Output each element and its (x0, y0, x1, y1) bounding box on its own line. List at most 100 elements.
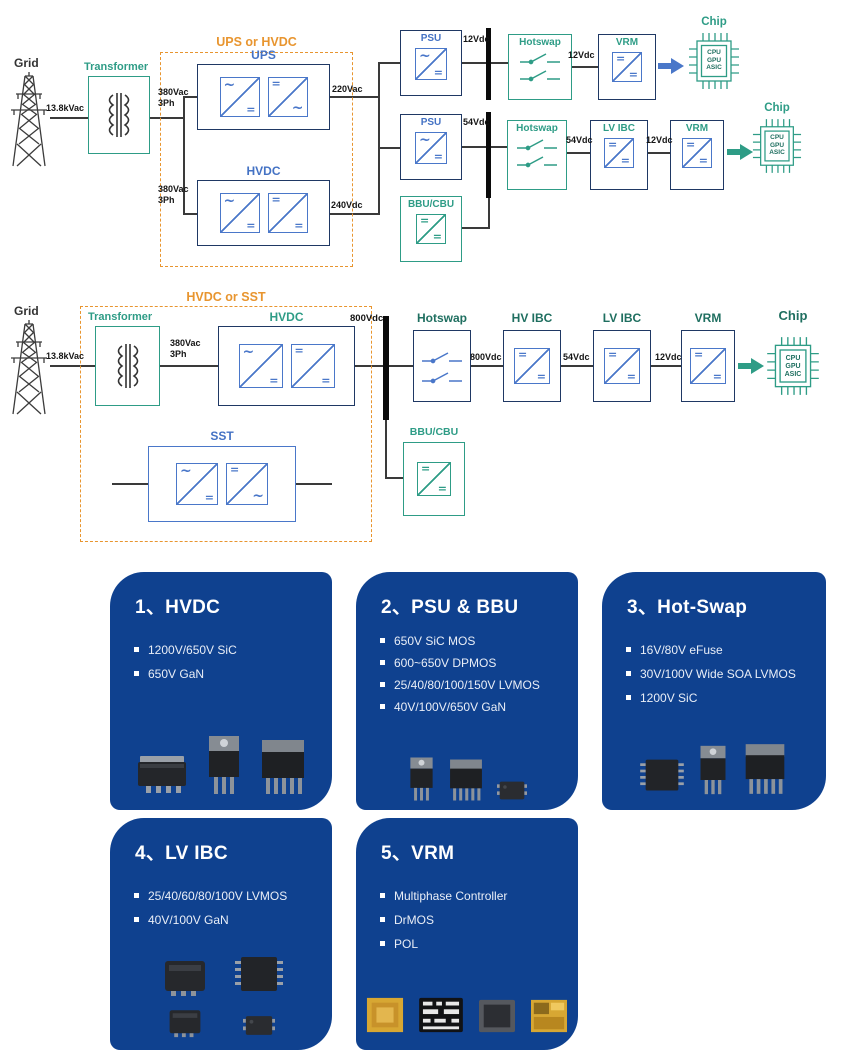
wire-segment (183, 96, 199, 98)
package-image-dfn (243, 1016, 275, 1035)
bbu-label: BBU/CBU (407, 199, 455, 210)
card-bullets: 650V SiC MOS 600~650V DPMOS 25/40/80/100… (380, 634, 578, 714)
product-card-psu-bbu: 2、PSU & BBU 650V SiC MOS 600~650V DPMOS … (356, 572, 578, 810)
card-bullets: 25/40/60/80/100V LVMOS 40V/100V GaN (134, 889, 332, 927)
wire-segment (112, 483, 148, 485)
hvdc-box (218, 326, 355, 406)
chip-label: Chip (778, 308, 808, 323)
package-image-lfpak-small (169, 1010, 201, 1038)
bullet-marker (134, 917, 139, 922)
voltage-label: 800Vdc (350, 313, 384, 324)
ac-dc-converter-icon (238, 344, 283, 388)
voltage-label: 13.8kVac (46, 103, 85, 113)
bullet-marker (380, 682, 385, 687)
flow-arrow-icon (738, 358, 764, 374)
bullet-item: POL (380, 937, 578, 951)
lv-ibc-label: LV IBC (602, 123, 636, 134)
package-image-lfpak (165, 961, 205, 996)
wire-segment (50, 117, 88, 119)
group-box-ups-or-hvdc (160, 52, 353, 267)
bullet-marker (626, 647, 631, 652)
product-card-lv-ibc: 4、LV IBC 25/40/60/80/100V LVMOS 40V/100V… (110, 818, 332, 1050)
package-image-drmos (419, 997, 463, 1033)
bullet-item: 25/40/60/80/100V LVMOS (134, 889, 332, 903)
hvdc-label: HVDC (246, 164, 281, 178)
lv-ibc-label: LV IBC (602, 311, 642, 325)
wire-segment (488, 198, 490, 229)
bbu-cbu-box: BBU/CBU (400, 196, 462, 262)
busbar-800v (383, 316, 389, 420)
switch-icon (520, 70, 560, 82)
package-image-to220 (209, 736, 239, 794)
wire-segment (330, 96, 380, 98)
hotswap-box-54v: Hotswap (507, 120, 567, 190)
package-image-dfn (496, 781, 527, 800)
vrm-box-row2: VRM (670, 120, 724, 190)
wire-segment (378, 62, 380, 214)
hvdc-label: HVDC (269, 310, 304, 324)
bullet-marker (626, 671, 631, 676)
grid-label: Grid (14, 304, 39, 318)
bullet-item: 40V/100V GaN (134, 913, 332, 927)
wire-segment (567, 152, 590, 154)
package-images (602, 742, 826, 796)
lv-ibc-box (593, 330, 651, 402)
transformer-box (95, 326, 160, 406)
ac-dc-converter-icon (219, 77, 260, 117)
wire-segment (296, 483, 332, 485)
card-title: 1、HVDC (135, 597, 221, 618)
wire-segment (471, 365, 503, 367)
hotswap-label: Hotswap (516, 123, 558, 134)
package-image-gold-pad-chip (531, 999, 567, 1033)
dc-dc-converter-icon (416, 214, 446, 244)
transmission-tower-icon (11, 320, 47, 415)
voltage-label: 54Vdc (463, 117, 490, 127)
hotswap-box (413, 330, 471, 402)
package-image-qfn (235, 957, 283, 991)
bullet-item: 600~650V DPMOS (380, 656, 578, 670)
package-image-gold-qfn (366, 997, 404, 1033)
wire-segment (160, 365, 218, 367)
bullet-marker (380, 660, 385, 665)
bullet-marker (134, 647, 139, 652)
wire-segment (150, 117, 184, 119)
wire-segment (385, 477, 403, 479)
bullet-item: 25/40/80/100/150V LVMOS (380, 678, 578, 692)
package-images (356, 756, 578, 802)
card-title: 3、Hot-Swap (627, 597, 748, 618)
dc-dc-converter-icon (267, 193, 308, 233)
package-images (110, 734, 332, 796)
wire-segment (378, 62, 400, 64)
psu-box-12v: PSU (400, 30, 462, 96)
package-image-to247 (745, 744, 785, 794)
bullet-item: 650V SiC MOS (380, 634, 578, 648)
package-image-to220 (700, 745, 726, 795)
vrm-label: VRM (694, 311, 722, 325)
vrm-label: VRM (615, 37, 639, 48)
voltage-label: 54Vdc (563, 352, 590, 362)
sst-label: SST (210, 429, 234, 443)
voltage-label: 380Vac 3Ph (158, 184, 189, 205)
card-bullets: 1200V/650V SiC 650V GaN (134, 643, 332, 681)
dc-dc-converter-icon (290, 344, 335, 388)
chip-icon-row1: CPU GPU ASIC (688, 30, 740, 92)
hvdc-box (197, 180, 330, 246)
wire-segment (491, 62, 509, 64)
bullet-marker (134, 893, 139, 898)
package-images (110, 953, 332, 1038)
switch-icon (520, 53, 560, 65)
transformer-box (88, 76, 150, 154)
wire-segment (378, 147, 400, 149)
transformer-label: Transformer (88, 311, 153, 323)
card-bullets: Multiphase Controller DrMOS POL (380, 889, 578, 951)
vrm-label: VRM (685, 123, 709, 134)
package-image-to247 (449, 759, 482, 801)
wire-segment (572, 66, 598, 68)
sst-box (148, 446, 296, 522)
package-images (356, 996, 578, 1034)
wire-segment (183, 213, 199, 215)
psu-label: PSU (420, 117, 442, 128)
bbu-cbu-box (403, 442, 465, 516)
bullet-item: 30V/100V Wide SOA LVMOS (626, 667, 826, 681)
bullet-marker (380, 638, 385, 643)
